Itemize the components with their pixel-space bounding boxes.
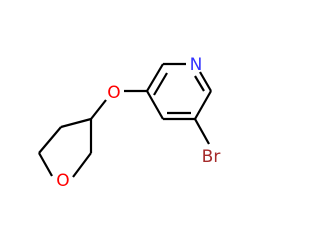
nitrogen-atom-label: N — [190, 55, 203, 75]
ether-linkage — [90, 89, 147, 120]
bond-c2-c3 — [146, 63, 164, 92]
bond-o-c4prime — [90, 99, 107, 120]
bromine-atom-label: Br — [202, 147, 221, 167]
bond-c3-c4 — [146, 90, 164, 120]
bond-c3prime-c2prime — [72, 152, 92, 178]
bond-c4prime-c5prime — [60, 117, 92, 129]
bond-c5prime-c6prime — [38, 126, 62, 154]
bond-c6-n1 — [199, 71, 212, 92]
bond-c6-n1-double-inner — [194, 75, 205, 92]
molecule-structure-diagram: N O O Br — [38, 55, 221, 191]
bond-c5-br — [194, 118, 210, 145]
tetrahydropyran-ring — [38, 117, 93, 178]
pyridine-ring — [146, 62, 212, 121]
ether-oxygen-atom-label: O — [107, 83, 120, 103]
bond-c6prime-o — [38, 152, 53, 177]
ring-oxygen-atom-label: O — [56, 171, 69, 191]
bond-c5-c6 — [194, 90, 212, 120]
bond-c2-c3-double-inner — [153, 72, 168, 96]
